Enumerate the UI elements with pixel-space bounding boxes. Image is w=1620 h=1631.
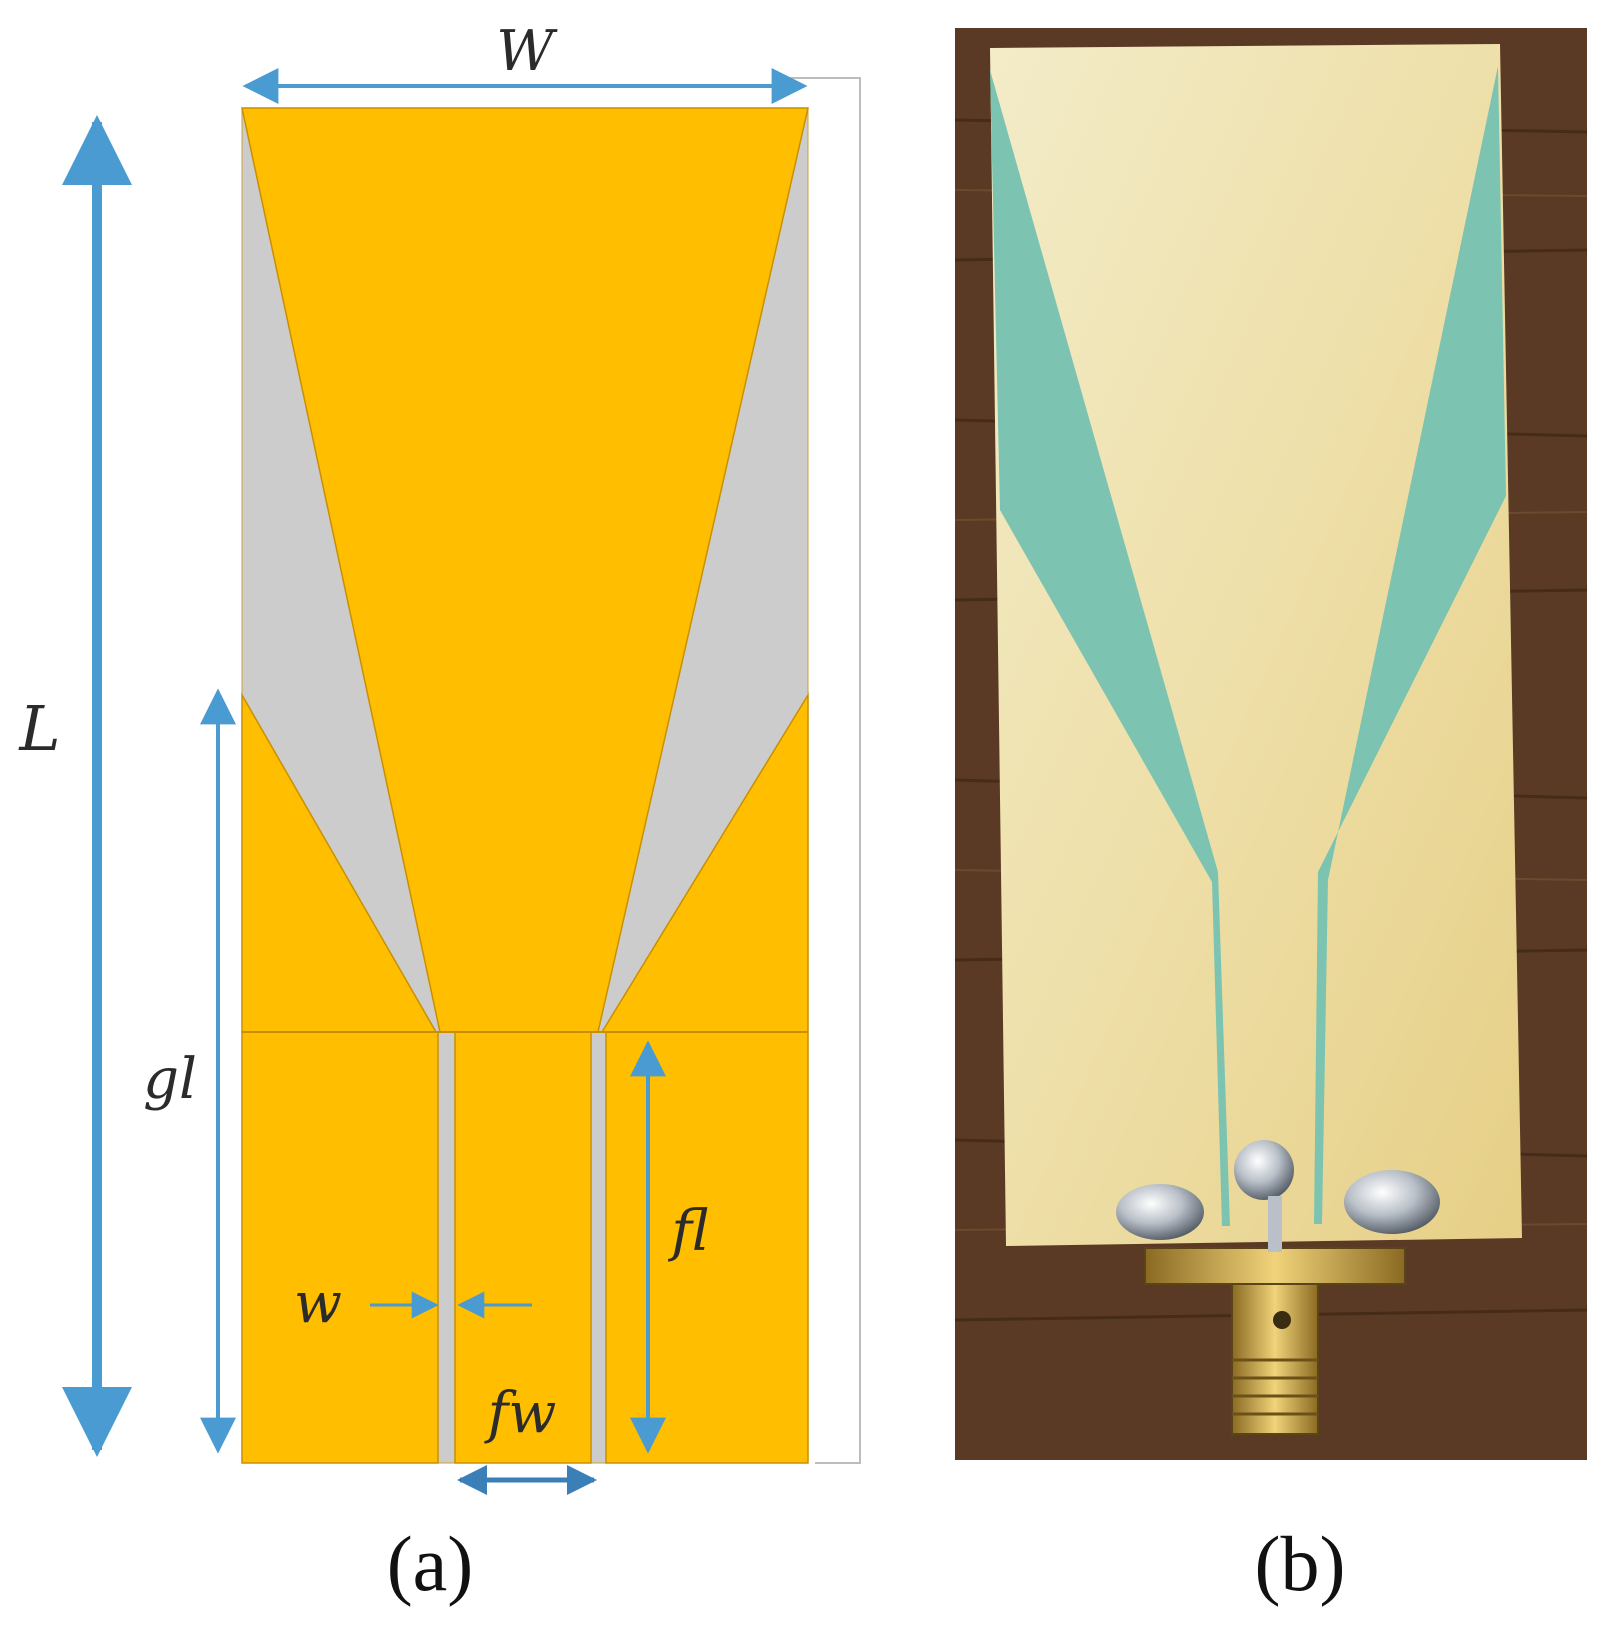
photo-right-slot [1314,66,1506,1224]
photo-antenna-board [990,44,1522,1246]
panel-b-photo: (b) [954,28,1588,1607]
photo-solder-center [1234,1140,1294,1200]
feed-line [454,1031,592,1464]
panel-b-caption: (b) [1255,1520,1346,1607]
L-dimension-label: L [18,692,60,765]
panel-a-caption: (a) [387,1520,474,1607]
panel-a-diagram: W L gl fl w fw (a) [18,19,861,1607]
fl-dimension-label: fl [667,1199,708,1264]
gl-dimension-label: gl [143,1047,197,1112]
left-ground-plane [241,1031,439,1464]
photo-left-slot [990,70,1230,1226]
w-dimension-label: w [294,1271,342,1336]
photo-solder-left [1116,1184,1204,1240]
photo-connector-flange [1144,1247,1406,1285]
W-dimension-label: W [496,19,558,84]
board-extent-bracket [790,77,861,1464]
photo-solder-right [1344,1170,1440,1234]
fw-dimension-label: fw [484,1381,557,1446]
